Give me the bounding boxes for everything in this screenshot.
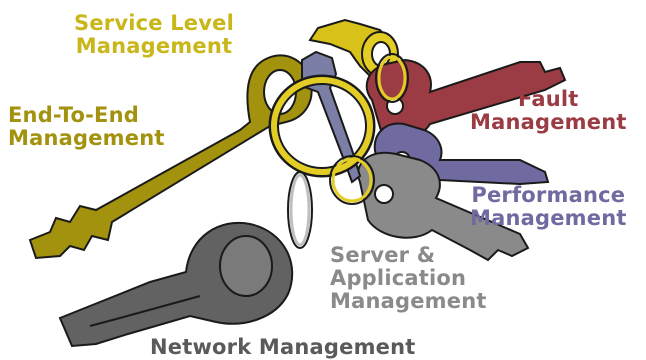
service-level-management-label: Service Level Management — [74, 12, 234, 58]
fault-label-line1: Fault — [518, 87, 579, 111]
performance-label-line2: Management — [470, 206, 627, 230]
network-label-line1: Network Management — [150, 335, 416, 359]
server-key — [357, 151, 530, 262]
service-label-line1: Service Level — [74, 11, 234, 35]
key-ring — [268, 74, 376, 178]
end-to-end-label-line1: End-To-End — [8, 103, 139, 127]
server-label-line1: Server & — [330, 243, 436, 267]
end-to-end-key — [28, 54, 313, 260]
network-key — [58, 221, 294, 348]
end-to-end-label-line2: Management — [8, 126, 165, 150]
fault-label-line2: Management — [470, 110, 627, 134]
service-label-line2: Management — [75, 34, 233, 58]
performance-management-label: Performance Management — [470, 184, 627, 230]
network-management-label: Network Management — [150, 336, 416, 359]
server-label-line2: Application — [330, 266, 467, 290]
secondary-rings — [287, 53, 409, 249]
performance-label-line1: Performance — [471, 183, 626, 207]
server-label-line3: Management — [330, 289, 487, 313]
end-to-end-management-label: End-To-End Management — [8, 104, 165, 150]
server-application-management-label: Server & Application Management — [330, 244, 487, 313]
fault-management-label: Fault Management — [470, 88, 627, 134]
